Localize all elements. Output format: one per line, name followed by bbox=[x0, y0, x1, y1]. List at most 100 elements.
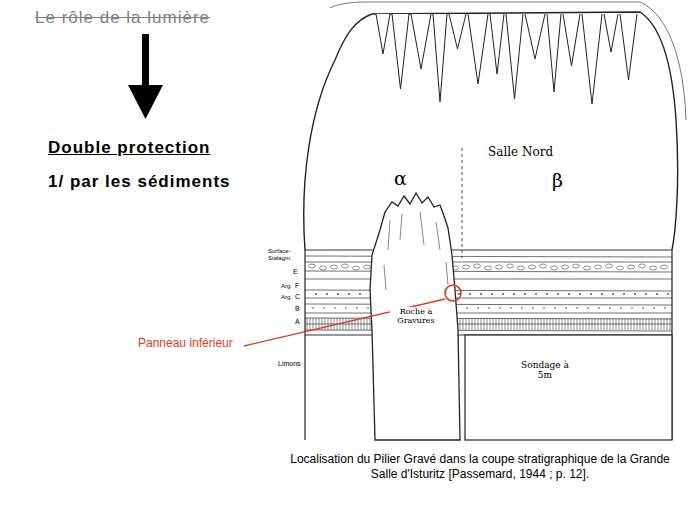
hatching bbox=[670, 318, 671, 330]
hatching bbox=[481, 318, 482, 330]
hatching bbox=[478, 318, 479, 330]
hatching bbox=[352, 318, 353, 330]
hatching bbox=[466, 318, 467, 330]
hatching bbox=[652, 318, 653, 330]
hatching bbox=[586, 318, 587, 330]
sediment-dot bbox=[323, 307, 325, 309]
pebble bbox=[496, 265, 503, 269]
sediment-dot bbox=[345, 307, 347, 309]
sediment-dot bbox=[348, 293, 350, 295]
hatching bbox=[547, 318, 548, 330]
sector-label: β bbox=[552, 170, 563, 192]
hatching bbox=[589, 318, 590, 330]
hatching bbox=[310, 318, 311, 330]
sector-label: α bbox=[394, 168, 407, 190]
heading: Double protection bbox=[48, 138, 210, 158]
pebble bbox=[661, 265, 668, 269]
sediment-dot bbox=[653, 307, 655, 309]
pebble bbox=[463, 265, 470, 269]
sediment-dot bbox=[656, 293, 658, 295]
hatching bbox=[625, 318, 626, 330]
pebble bbox=[584, 266, 591, 270]
sediment-dot bbox=[469, 293, 471, 295]
sediment-dot bbox=[356, 307, 358, 309]
stalactite bbox=[525, 14, 545, 59]
sediment-dot bbox=[466, 307, 468, 309]
stalactite bbox=[376, 14, 390, 54]
hatching bbox=[313, 318, 314, 330]
sediment-dot bbox=[667, 293, 669, 295]
hatching bbox=[343, 318, 344, 330]
sediment-dot bbox=[480, 293, 482, 295]
hatching bbox=[574, 318, 575, 330]
hatching bbox=[505, 318, 506, 330]
pebble bbox=[485, 266, 492, 270]
subheading: 1/ par les sédiments bbox=[48, 172, 231, 192]
stratum-line bbox=[305, 330, 672, 331]
layer-label: F bbox=[295, 282, 299, 290]
sediment-dot bbox=[598, 307, 600, 309]
hatching bbox=[559, 318, 560, 330]
stratum-line bbox=[305, 304, 672, 305]
pebble bbox=[320, 266, 327, 270]
hatching bbox=[370, 318, 371, 330]
highlight-circle bbox=[445, 285, 461, 301]
hatching bbox=[667, 318, 668, 330]
sediment-dot bbox=[326, 293, 328, 295]
sondage-pit bbox=[465, 335, 672, 440]
sediment-dot bbox=[367, 307, 369, 309]
pebble bbox=[309, 264, 316, 268]
sediment-dot bbox=[590, 293, 592, 295]
hatching bbox=[577, 318, 578, 330]
pebble bbox=[331, 265, 338, 269]
hatching bbox=[346, 318, 347, 330]
hatching bbox=[307, 318, 308, 330]
sediment-dot bbox=[587, 307, 589, 309]
hatching bbox=[658, 318, 659, 330]
stratum-line bbox=[305, 298, 672, 299]
hatching bbox=[640, 318, 641, 330]
sediment-dot bbox=[513, 293, 515, 295]
hatching bbox=[523, 318, 524, 330]
hatching bbox=[637, 318, 638, 330]
hatching bbox=[469, 318, 470, 330]
hatching bbox=[331, 318, 332, 330]
hatching bbox=[631, 318, 632, 330]
hatching bbox=[526, 318, 527, 330]
hatching bbox=[655, 318, 656, 330]
sediment-dot bbox=[645, 293, 647, 295]
callout-label: Panneau inférieur bbox=[138, 337, 233, 351]
hatching bbox=[601, 318, 602, 330]
pebble bbox=[342, 264, 349, 268]
hatching bbox=[628, 318, 629, 330]
section-wall bbox=[304, 250, 305, 440]
rock-outline bbox=[330, 2, 686, 120]
pebble bbox=[573, 264, 580, 268]
stratum-line bbox=[305, 262, 672, 263]
strata bbox=[305, 250, 672, 335]
stalactite bbox=[449, 14, 466, 49]
stratum-line bbox=[305, 271, 672, 272]
hatching bbox=[541, 318, 542, 330]
pebble bbox=[518, 266, 525, 270]
sediment-dot bbox=[359, 293, 361, 295]
hatching bbox=[472, 318, 473, 330]
hatching bbox=[490, 318, 491, 330]
hatching bbox=[325, 318, 326, 330]
layer-label: C bbox=[295, 293, 300, 301]
hatching bbox=[328, 318, 329, 330]
sediment-dot bbox=[334, 307, 336, 309]
hatching bbox=[610, 318, 611, 330]
pebble bbox=[540, 264, 547, 268]
stratum-line bbox=[305, 324, 672, 325]
sediment-dot bbox=[521, 307, 523, 309]
sediment-dot bbox=[458, 293, 460, 295]
hatching bbox=[556, 318, 557, 330]
stalactite bbox=[563, 14, 580, 66]
hatching bbox=[664, 318, 665, 330]
sediment-dot bbox=[312, 307, 314, 309]
sediment-dot bbox=[535, 293, 537, 295]
hatching bbox=[538, 318, 539, 330]
pebble bbox=[507, 264, 514, 268]
hatching bbox=[583, 318, 584, 330]
